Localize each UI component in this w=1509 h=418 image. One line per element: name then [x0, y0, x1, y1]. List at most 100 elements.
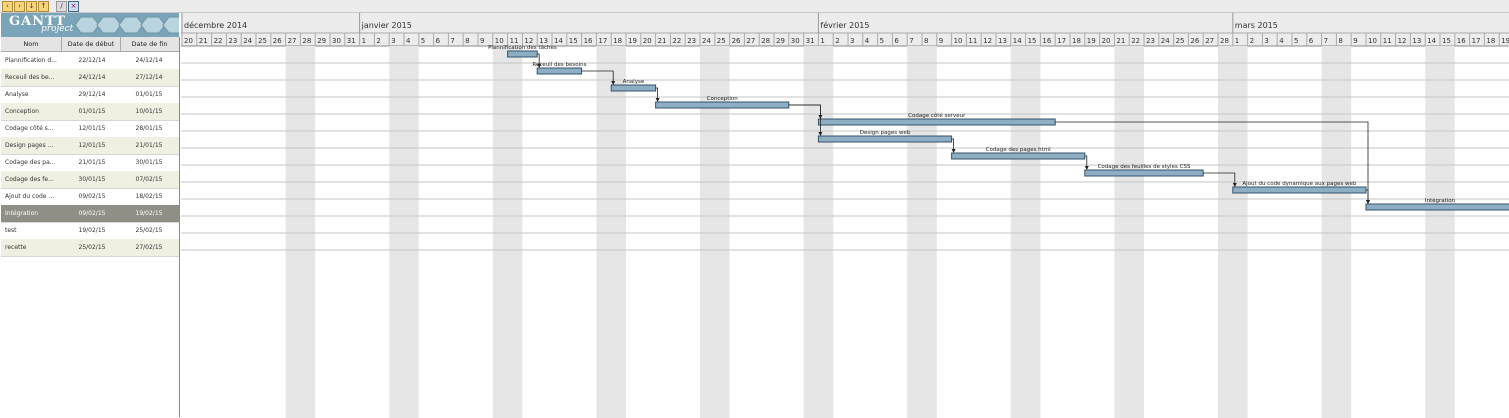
task-row[interactable]: Plannification d... 22/12/14 24/12/14	[1, 52, 179, 70]
task-name[interactable]: Analyse	[5, 91, 29, 98]
task-end-date[interactable]: 25/02/15	[135, 227, 163, 234]
task-end-date[interactable]: 30/01/15	[135, 159, 163, 166]
task-name[interactable]: Codage côté s...	[5, 125, 54, 132]
task-start-date[interactable]: 21/01/15	[78, 159, 106, 166]
day-label: 2	[376, 37, 380, 45]
day-label: 19	[1501, 37, 1509, 45]
task-start-date[interactable]: 22/12/14	[78, 57, 106, 64]
day-label: 27	[746, 37, 755, 45]
task-bar-label: Codage des feuilles de styles CSS	[1098, 164, 1191, 170]
task-bar[interactable]	[507, 50, 538, 58]
column-header-start[interactable]: Date de début	[62, 37, 121, 51]
task-end-date[interactable]: 27/12/14	[135, 74, 163, 81]
task-bar[interactable]	[1365, 203, 1509, 211]
task-row[interactable]: Codage des pa... 21/01/15 30/01/15	[1, 154, 179, 172]
task-start-date[interactable]: 12/01/15	[78, 125, 106, 132]
task-name[interactable]: Plannification d...	[5, 57, 57, 64]
task-name[interactable]: Design pages ...	[5, 142, 54, 149]
task-name[interactable]: recette	[5, 244, 27, 251]
task-bar[interactable]	[610, 84, 657, 92]
weekend-shade	[285, 46, 316, 418]
task-start-date[interactable]: 24/12/14	[78, 74, 106, 81]
dependency-line	[788, 104, 821, 135]
task-start-date[interactable]: 25/02/15	[78, 244, 106, 251]
task-end-date[interactable]: 27/02/15	[135, 244, 163, 251]
task-row[interactable]: Conception 01/01/15 10/01/15	[1, 103, 179, 121]
day-label: 22	[214, 37, 223, 45]
task-name[interactable]: Intégration	[5, 210, 39, 217]
dependency-arrow	[1084, 166, 1089, 170]
day-label: 12	[1398, 37, 1407, 45]
task-start-date[interactable]: 19/02/15	[78, 227, 106, 234]
task-row[interactable]: Ajout du code ... 09/02/15 18/02/15	[1, 188, 179, 206]
task-row[interactable]: Analyse 29/12/14 01/01/15	[1, 86, 179, 104]
task-start-date[interactable]: 12/01/15	[78, 142, 106, 149]
day-label: 13	[1412, 37, 1421, 45]
day-label: 25	[717, 37, 726, 45]
task-row[interactable]: Codage côté s... 12/01/15 28/01/15	[1, 120, 179, 138]
day-label: 5	[421, 37, 425, 45]
day-label: 11	[1383, 37, 1392, 45]
task-name[interactable]: test	[5, 227, 17, 234]
task-start-date[interactable]: 30/01/15	[78, 176, 106, 183]
task-row[interactable]: Receuil des be... 24/12/14 27/12/14	[1, 69, 179, 87]
task-row[interactable]: Design pages ... 12/01/15 21/01/15	[1, 137, 179, 155]
day-label: 14	[554, 37, 563, 45]
day-label: 6	[894, 37, 899, 45]
day-label: 28	[761, 37, 770, 45]
task-row[interactable]: test 19/02/15 25/02/15	[1, 222, 179, 240]
task-bar[interactable]	[1084, 169, 1204, 177]
task-row[interactable]: Codage des fe... 30/01/15 07/02/15	[1, 171, 179, 189]
column-header-end[interactable]: Date de fin	[131, 40, 168, 48]
task-row[interactable]: recette 25/02/15 27/02/15	[1, 239, 179, 257]
task-end-date[interactable]: 24/12/14	[135, 57, 163, 64]
task-start-date[interactable]: 09/02/15	[78, 210, 106, 217]
task-name[interactable]: Receuil des be...	[5, 74, 55, 81]
day-label: 7	[909, 37, 913, 45]
link-icon[interactable]: ∕	[56, 1, 67, 12]
task-bar[interactable]	[536, 67, 583, 75]
task-end-date[interactable]: 01/01/15	[135, 91, 163, 98]
task-bar[interactable]	[817, 118, 1056, 126]
dependency-arrow	[818, 132, 823, 136]
task-name[interactable]: Ajout du code ...	[5, 193, 55, 200]
task-end-date[interactable]: 21/01/15	[135, 142, 163, 149]
indent-left-icon[interactable]: ‹	[2, 1, 13, 12]
day-label: 30	[791, 37, 800, 45]
day-label: 21	[1116, 37, 1125, 45]
day-label: 11	[968, 37, 977, 45]
move-up-icon[interactable]: ↑	[38, 1, 49, 12]
task-end-date[interactable]: 07/02/15	[135, 176, 163, 183]
task-row[interactable]: Intégration 09/02/15 19/02/15	[1, 205, 179, 223]
ganttproject-logo: GANTT project	[1, 13, 179, 37]
day-label: 8	[1338, 37, 1342, 45]
task-start-date[interactable]: 09/02/15	[78, 193, 106, 200]
day-label: 1	[1235, 37, 1239, 45]
unlink-icon[interactable]: ×	[68, 1, 79, 12]
day-label: 3	[391, 37, 395, 45]
column-header-name[interactable]: Nom	[1, 37, 62, 51]
day-label: 21	[658, 37, 667, 45]
day-label: 1	[820, 37, 824, 45]
task-end-date[interactable]: 28/01/15	[135, 125, 163, 132]
task-end-date[interactable]: 19/02/15	[135, 210, 163, 217]
task-start-date[interactable]: 01/01/15	[78, 108, 106, 115]
task-name[interactable]: Codage des pa...	[5, 159, 56, 166]
weekend-shade	[1321, 46, 1352, 418]
task-bar[interactable]	[817, 135, 953, 143]
task-start-date[interactable]: 29/12/14	[78, 91, 106, 98]
day-label: 18	[1486, 37, 1495, 45]
dependency-line	[1203, 172, 1236, 186]
task-name[interactable]: Codage des fe...	[5, 176, 54, 183]
task-name[interactable]: Conception	[5, 108, 39, 115]
task-bar[interactable]	[951, 152, 1086, 160]
month-label: janvier 2015	[361, 21, 412, 30]
task-end-date[interactable]: 10/01/15	[135, 108, 163, 115]
task-bar[interactable]	[1232, 186, 1367, 194]
day-label: 17	[598, 37, 607, 45]
task-end-date[interactable]: 18/02/15	[135, 193, 163, 200]
day-label: 20	[184, 37, 193, 45]
indent-right-icon[interactable]: ›	[14, 1, 25, 12]
task-bar[interactable]	[655, 101, 790, 109]
move-down-icon[interactable]: ↓	[26, 1, 37, 12]
